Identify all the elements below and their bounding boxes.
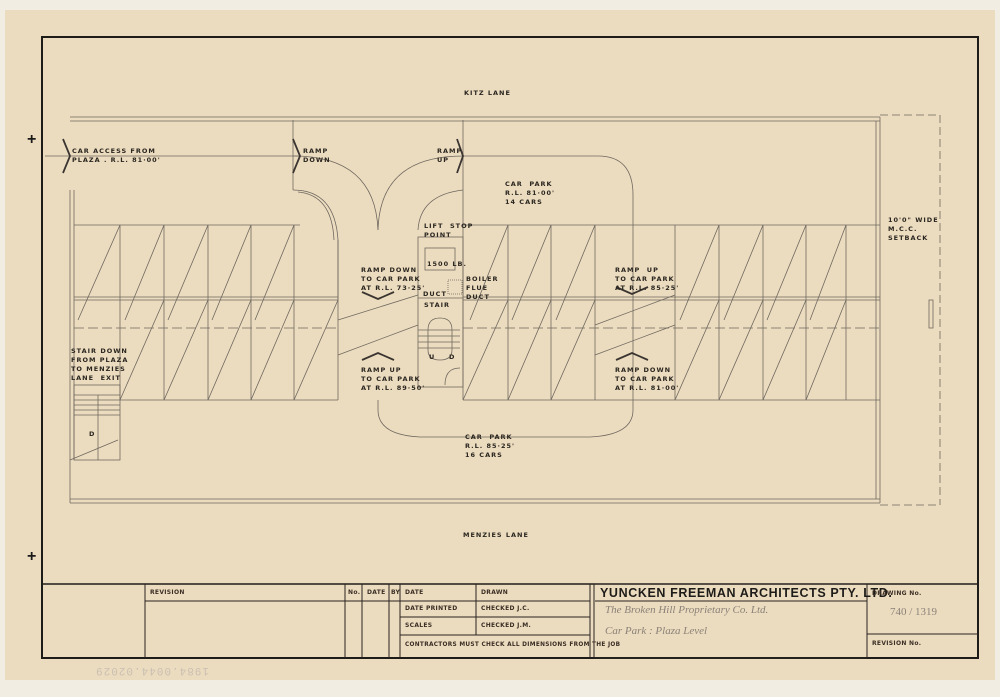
registration-mark-top: + (27, 131, 37, 148)
ramp-down-right-label: RAMP DOWN TO CAR PARK AT R.L. 81·00' (615, 366, 680, 392)
stair-up-marker: U (429, 353, 436, 361)
car-park-upper-label: CAR PARK R.L. 81·00' 14 CARS (505, 180, 556, 206)
setback-label: 10'0" WIDE M.C.C. SETBACK (888, 216, 939, 242)
street-label-kitz-lane: KITZ LANE (464, 89, 511, 97)
ramp-up-label: RAMP UP (437, 147, 463, 164)
firm-name: YUNCKEN FREEMAN ARCHITECTS PTY. LTD. (600, 586, 893, 600)
duct-label: DUCT (423, 290, 447, 298)
ramp-up-left-label: RAMP UP TO CAR PARK AT R.L. 89·50' (361, 366, 426, 392)
registration-mark-bottom: + (27, 548, 37, 565)
checked-jc-label: CHECKED J.C. (481, 605, 530, 612)
ramp-down-label: RAMP DOWN (303, 147, 331, 164)
checked-jm-label: CHECKED J.M. (481, 622, 532, 629)
archive-stamp: 1984.0044.02029 (95, 664, 210, 676)
stair-label: STAIR (424, 301, 451, 309)
no-header: No. (348, 589, 361, 596)
drawing-no-label: DRAWING No. (872, 590, 922, 597)
left-stair-down-marker: D (89, 430, 96, 438)
by-header: BY (391, 589, 401, 596)
project-title-handwritten: Car Park : Plaza Level (605, 625, 708, 637)
ramp-down-left-label: RAMP DOWN TO CAR PARK AT R.L. 73·25' (361, 266, 426, 292)
boiler-flue-label: BOILER FLUE DUCT (466, 275, 499, 301)
drawn-field-label: DRAWN (481, 589, 509, 596)
stair-down-label: STAIR DOWN FROM PLAZA TO MENZIES LANE EX… (71, 347, 129, 382)
date-field-label: DATE (405, 589, 424, 596)
date-printed-label: DATE PRINTED (405, 605, 458, 612)
date-header: DATE (367, 589, 386, 596)
contractors-note: CONTRACTORS MUST CHECK ALL DIMENSIONS FR… (405, 642, 621, 648)
ramp-up-right-label: RAMP UP TO CAR PARK AT R.L. 85·25' (615, 266, 680, 292)
lift-capacity-label: 1500 LB. (427, 260, 467, 268)
revision-no-label: REVISION No. (872, 640, 922, 647)
drawing-sheet (5, 10, 995, 680)
car-park-lower-label: CAR PARK R.L. 85·25' 16 CARS (465, 433, 516, 459)
lift-stop-label: LIFT STOP POINT (424, 222, 474, 239)
revision-header: REVISION (150, 589, 185, 596)
car-access-label: CAR ACCESS FROM PLAZA . R.L. 81·00' (72, 147, 161, 164)
project-client-handwritten: The Broken Hill Proprietary Co. Ltd. (605, 604, 769, 616)
stair-down-marker: D (449, 353, 456, 361)
scales-label: SCALES (405, 622, 433, 629)
street-label-menzies-lane: MENZIES LANE (463, 531, 529, 539)
drawing-no-value: 740 / 1319 (890, 606, 938, 618)
